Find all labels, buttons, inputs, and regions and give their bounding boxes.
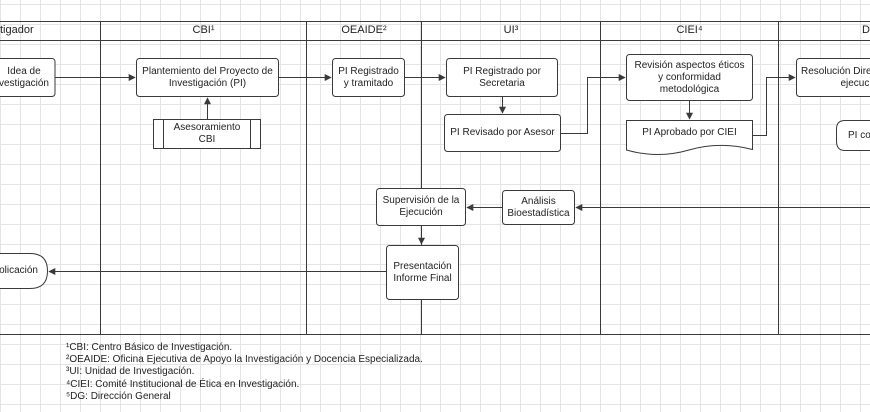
lane-header-ui: UI³: [503, 24, 519, 36]
node-publicacion-label: olicación: [0, 265, 38, 276]
lane-header-investigador: tigador: [0, 24, 34, 36]
node-aprobado-ciei-shape: [626, 120, 753, 155]
node-idea: Idea de vestigación: [0, 58, 51, 97]
node-revisado-asesor-box: [444, 114, 561, 152]
node-resolucion-box: [796, 58, 870, 97]
arrow-aprobado-to-resolucion: [753, 74, 796, 136]
node-publicacion-shape: [0, 253, 49, 289]
node-asesoramiento-box: [153, 119, 261, 149]
arrow-revisado-to-revision-etica: [561, 74, 626, 134]
node-resolucion: Resolución Dire ejecuci: [796, 58, 870, 97]
lane-header-dg: D: [862, 24, 870, 36]
node-registrado-tramitado: PI Registrado y tramitado: [332, 58, 405, 97]
node-revision-etica: Revisión aspectos éticos y conformidad m…: [626, 54, 753, 101]
node-registrado-tramitado-box: [332, 58, 405, 97]
node-registrado-secretaria-box: [446, 58, 558, 97]
node-planteamiento-label: Plantemiento del Proyecto de Investigaci…: [142, 65, 273, 89]
node-presentacion-label: Presentación Informe Final: [393, 260, 452, 284]
node-pi-co: PI co: [836, 120, 870, 151]
footnote-ciei: ⁴CIEI: Comité Institucional de Ética en …: [66, 378, 300, 390]
node-planteamiento-box: [136, 58, 279, 97]
footnote-dg: ⁵DG: Dirección General: [66, 390, 171, 402]
node-asesoramiento-label: Asesoramiento CBI: [173, 122, 241, 145]
node-supervision-box: [376, 188, 466, 226]
node-pi-co-shape: [836, 120, 870, 151]
lane-header-oeaide: OEAIDE²: [341, 24, 387, 36]
footnote-oeaide: ²OEAIDE: Oficina Ejecutiva de Apoyo la I…: [66, 354, 423, 366]
node-supervision: Supervisión de la Ejecución: [376, 188, 466, 226]
footnotes: ¹CBI: Centro Básico de Investigación. ²O…: [66, 342, 666, 403]
node-analisis: Análisis Bioestadística: [502, 190, 575, 225]
node-revisado-asesor-label: PI Revisado por Asesor: [450, 127, 555, 138]
footnote-cbi: ¹CBI: Centro Básico de Investigación.: [66, 342, 233, 353]
node-analisis-box: [502, 190, 575, 225]
node-asesoramiento: Asesoramiento CBI: [163, 119, 251, 149]
node-revisado-asesor: PI Revisado por Asesor: [444, 114, 561, 152]
node-aprobado-ciei-label: PI Aprobado por CIEI: [642, 127, 737, 138]
node-publicacion: olicación: [0, 253, 40, 289]
node-registrado-secretaria-label: PI Registrado por Secretaria: [463, 65, 541, 89]
node-registrado-secretaria: PI Registrado por Secretaria: [446, 58, 558, 97]
node-idea-label: Idea de vestigación: [0, 65, 49, 89]
node-revision-etica-box: [626, 54, 753, 101]
lane-header-ciei: CIEI⁴: [676, 24, 703, 36]
node-revision-etica-label: Revisión aspectos éticos y conformidad m…: [634, 59, 745, 95]
footnote-ui: ³UI: Unidad de Investigación.: [66, 366, 195, 378]
lane-header-cbi: CBI¹: [192, 24, 215, 36]
node-pi-co-label: PI co: [848, 129, 870, 141]
node-presentacion: Presentación Informe Final: [386, 245, 459, 300]
node-supervision-label: Supervisión de la Ejecución: [382, 195, 460, 218]
swimlane-frame: [0, 21, 870, 335]
node-presentacion-box: [386, 245, 459, 300]
node-registrado-tramitado-label: PI Registrado y tramitado: [338, 65, 399, 89]
node-resolucion-label: Resolución Dire ejecuci: [801, 65, 870, 89]
node-analisis-label: Análisis Bioestadística: [507, 195, 570, 219]
node-aprobado-ciei: PI Aprobado por CIEI: [626, 120, 753, 146]
node-planteamiento: Plantemiento del Proyecto de Investigaci…: [136, 58, 279, 97]
